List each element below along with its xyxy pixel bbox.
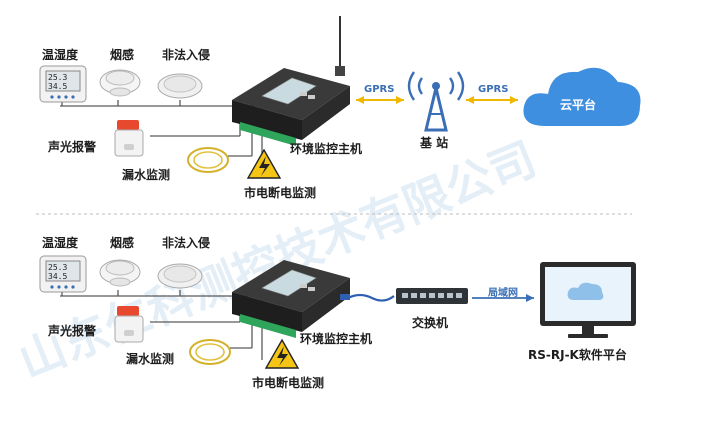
top-label-leak: 漏水监测 bbox=[122, 168, 171, 182]
bottom-label-power: 市电断电监测 bbox=[252, 376, 325, 390]
bottom-label-smoke: 烟感 bbox=[110, 236, 135, 250]
bottom-host-device bbox=[232, 260, 350, 338]
bottom-label-lan: 局域网 bbox=[488, 288, 518, 299]
top-temp-humidity-sensor bbox=[39, 65, 87, 103]
top-label-alarm: 声光报警 bbox=[48, 140, 97, 154]
top-label-smoke: 烟感 bbox=[110, 48, 135, 62]
cloud-platform-icon bbox=[523, 67, 641, 126]
bottom-alarm bbox=[114, 306, 144, 343]
top-host-device bbox=[232, 68, 350, 146]
top-label-gprs-left: GPRS bbox=[364, 84, 395, 95]
top-label-gprs-right: GPRS bbox=[478, 84, 509, 95]
base-station-icon bbox=[407, 71, 465, 132]
top-label-host: 环境监控主机 bbox=[290, 142, 363, 156]
top-antenna bbox=[335, 16, 345, 76]
top-display-line1: 25.3 bbox=[48, 73, 67, 82]
switch-icon bbox=[396, 288, 468, 304]
bottom-display-line2: 34.5 bbox=[48, 272, 67, 281]
bottom-temp-humidity-sensor bbox=[39, 255, 87, 293]
bottom-power-warning-icon bbox=[264, 338, 300, 369]
bottom-label-alarm: 声光报警 bbox=[48, 324, 97, 338]
top-label-intrusion: 非法入侵 bbox=[162, 48, 211, 62]
bottom-intrusion-sensor bbox=[157, 263, 203, 289]
bottom-display-line1: 25.3 bbox=[48, 263, 67, 272]
bottom-leak-cable bbox=[189, 339, 231, 365]
top-label-temp-humidity: 温湿度 bbox=[42, 48, 79, 62]
top-label-base-station: 基 站 bbox=[420, 136, 449, 150]
bottom-label-leak: 漏水监测 bbox=[126, 352, 175, 366]
top-gprs-link-left bbox=[356, 96, 404, 104]
bottom-label-host: 环境监控主机 bbox=[300, 332, 373, 346]
top-label-cloud: 云平台 bbox=[560, 98, 597, 112]
top-gprs-link-right bbox=[466, 96, 518, 104]
bottom-label-platform: RS-RJ-K软件平台 bbox=[528, 348, 627, 362]
top-display-line2: 34.5 bbox=[48, 82, 67, 91]
top-leak-cable bbox=[187, 147, 229, 173]
top-power-warning-icon bbox=[246, 148, 282, 179]
top-intrusion-sensor bbox=[157, 73, 203, 99]
bottom-label-intrusion: 非法入侵 bbox=[162, 236, 211, 250]
bottom-label-switch: 交换机 bbox=[412, 316, 449, 330]
bottom-smoke-detector bbox=[99, 259, 141, 287]
top-wiring bbox=[60, 96, 263, 172]
top-smoke-detector bbox=[99, 69, 141, 97]
network-cable bbox=[340, 293, 395, 302]
top-alarm bbox=[114, 120, 144, 157]
lan-link bbox=[472, 294, 534, 302]
bottom-label-temp-humidity: 温湿度 bbox=[42, 236, 79, 250]
top-label-power: 市电断电监测 bbox=[244, 186, 317, 200]
monitor-icon bbox=[540, 262, 636, 338]
